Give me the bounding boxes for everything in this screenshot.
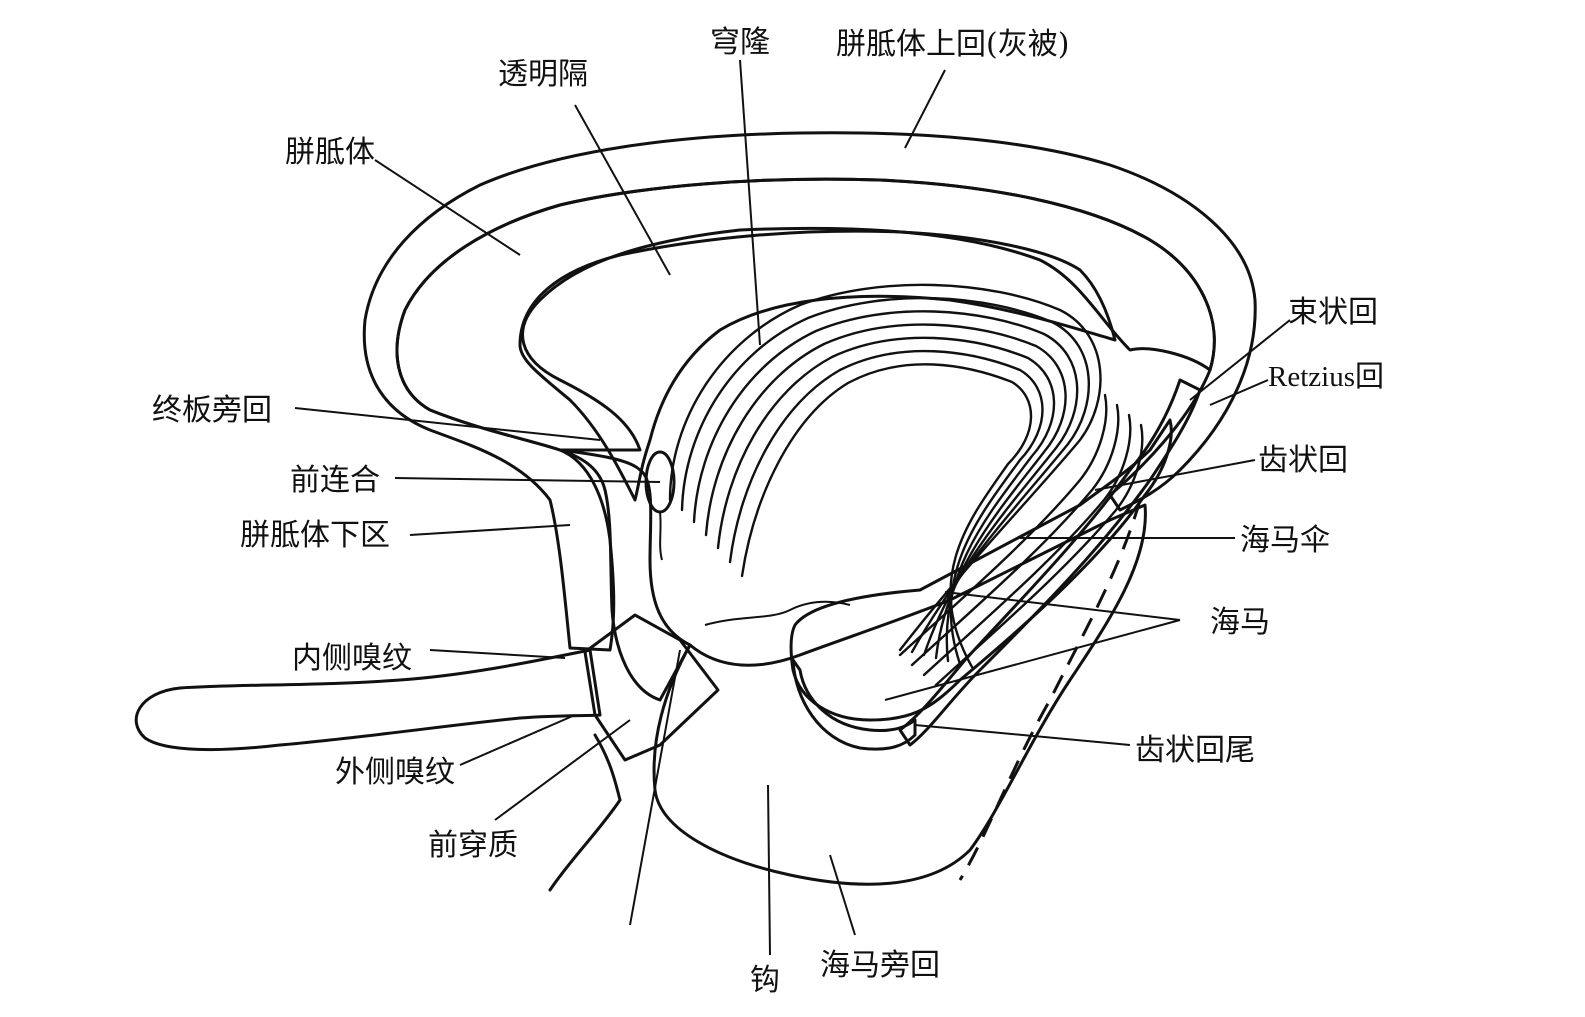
label-hippocampus: 海马 bbox=[1210, 605, 1270, 640]
label-paraterminal-gyrus: 终板旁回 bbox=[152, 393, 272, 428]
parahippocampal-dashed-edge bbox=[958, 499, 1142, 881]
fimbria-stripes bbox=[898, 393, 1144, 687]
label-parahippocampal-gyrus: 海马旁回 bbox=[820, 948, 940, 983]
label-fasciolar-gyrus: 束状回 bbox=[1288, 295, 1378, 330]
olfactory-tract bbox=[134, 648, 602, 752]
ventricle-margin bbox=[704, 600, 851, 626]
label-fimbria: 海马伞 bbox=[1240, 523, 1330, 558]
uncus-edge bbox=[548, 798, 622, 892]
label-uncus: 钩 bbox=[750, 963, 780, 998]
label-lateral-olfactory-stria: 外侧嗅纹 bbox=[335, 755, 455, 790]
label-subcallosal-area: 胼胝体下区 bbox=[240, 518, 390, 553]
label-medial-olfactory-stria: 内侧嗅纹 bbox=[292, 641, 412, 676]
dentate-gyrus-strip bbox=[898, 378, 1202, 747]
parahippocampal-gyrus-region bbox=[652, 503, 1147, 886]
label-dentate-tail: 齿状回尾 bbox=[1135, 733, 1255, 768]
anterior-perforated-substance bbox=[583, 613, 720, 762]
fornix-bundle bbox=[668, 283, 1102, 669]
callosal-inner-area bbox=[395, 177, 1216, 452]
label-fornix: 穹隆 bbox=[710, 25, 770, 60]
label-septum-pellucidum: 透明隔 bbox=[498, 57, 588, 92]
septum-pellucidum bbox=[518, 229, 1117, 502]
label-dentate-gyrus: 齿状回 bbox=[1258, 443, 1348, 478]
label-retzius-gyrus: Retzius回 bbox=[1268, 361, 1384, 393]
label-anterior-perforated-substance: 前穿质 bbox=[428, 828, 518, 863]
leader-lines bbox=[294, 59, 1291, 956]
label-indusium-griseum: 胼胝体上回(灰被) bbox=[836, 27, 1069, 62]
dentate-tail-shape bbox=[791, 658, 917, 751]
label-corpus-callosum: 胼胝体 bbox=[285, 135, 375, 170]
label-anterior-commissure: 前连合 bbox=[290, 463, 380, 498]
